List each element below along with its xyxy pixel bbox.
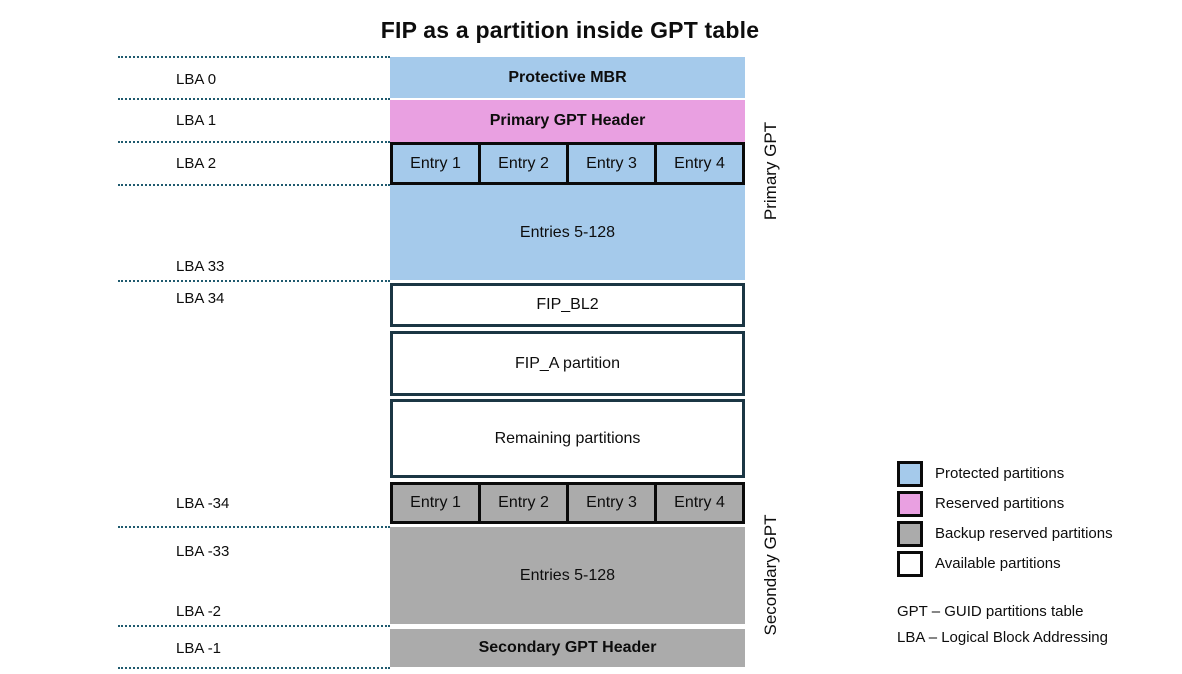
legend-swatch-backup	[897, 521, 923, 547]
block-secondary-entries-5-128: Entries 5-128	[390, 527, 745, 624]
dotted-line	[118, 141, 390, 143]
legend-swatch-reserved	[897, 491, 923, 517]
primary-entry-2: Entry 2	[478, 142, 569, 185]
abbrev-lba: LBA – Logical Block Addressing	[897, 629, 1108, 646]
dotted-line	[118, 280, 390, 282]
lba-label-n33: LBA -33	[176, 543, 230, 560]
primary-entry-row: Entry 1 Entry 2 Entry 3 Entry 4	[390, 142, 745, 185]
legend-swatch-protected	[897, 461, 923, 487]
abbrev-gpt: GPT – GUID partitions table	[897, 603, 1084, 620]
dotted-line	[118, 667, 390, 669]
block-protective-mbr: Protective MBR	[390, 57, 745, 98]
lba-label-0: LBA 0	[176, 71, 217, 88]
block-secondary-gpt-header: Secondary GPT Header	[390, 629, 745, 667]
secondary-entry-3: Entry 3	[566, 482, 657, 524]
legend-label-available: Available partitions	[935, 555, 1061, 572]
legend-label-backup: Backup reserved partitions	[935, 525, 1113, 542]
secondary-entry-4: Entry 4	[654, 482, 745, 524]
lba-label-n34: LBA -34	[176, 495, 230, 512]
block-primary-entries-5-128: Entries 5-128	[390, 185, 745, 280]
primary-entry-1: Entry 1	[390, 142, 481, 185]
legend-label-protected: Protected partitions	[935, 465, 1065, 482]
lba-label-2: LBA 2	[176, 155, 217, 172]
primary-gpt-side-label: Primary GPT	[761, 121, 780, 221]
secondary-entry-row: Entry 1 Entry 2 Entry 3 Entry 4	[390, 482, 745, 524]
primary-entry-3: Entry 3	[566, 142, 657, 185]
dotted-line	[118, 625, 390, 627]
dotted-line	[118, 98, 390, 100]
dotted-line	[118, 184, 390, 186]
dotted-line	[118, 526, 390, 528]
block-remaining-partitions: Remaining partitions	[390, 399, 745, 478]
lba-label-1: LBA 1	[176, 112, 217, 129]
secondary-entry-2: Entry 2	[478, 482, 569, 524]
lba-label-34: LBA 34	[176, 290, 225, 307]
legend-swatch-available	[897, 551, 923, 577]
lba-label-n2: LBA -2	[176, 603, 222, 620]
diagram-title: FIP as a partition inside GPT table	[380, 17, 760, 43]
block-fip-a-partition: FIP_A partition	[390, 331, 745, 396]
block-fip-bl2: FIP_BL2	[390, 283, 745, 327]
secondary-gpt-side-label: Secondary GPT	[761, 514, 780, 636]
primary-entry-4: Entry 4	[654, 142, 745, 185]
legend-label-reserved: Reserved partitions	[935, 495, 1065, 512]
lba-label-n1: LBA -1	[176, 640, 222, 657]
secondary-entry-1: Entry 1	[390, 482, 481, 524]
lba-label-33: LBA 33	[176, 258, 225, 275]
dotted-line	[118, 56, 390, 58]
block-primary-gpt-header: Primary GPT Header	[390, 100, 745, 142]
